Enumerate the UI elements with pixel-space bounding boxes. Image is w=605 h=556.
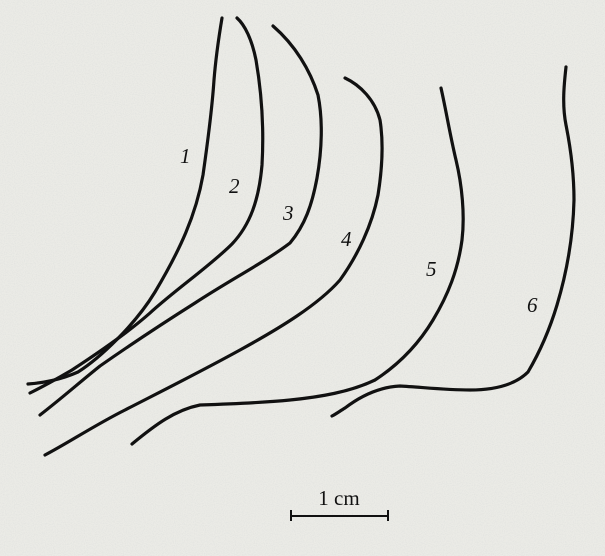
curve-label-3: 3 (282, 201, 294, 225)
curve-label-5: 5 (426, 257, 437, 281)
curve-label-4: 4 (341, 227, 352, 251)
curve-label-6: 6 (527, 293, 538, 317)
curve-label-1: 1 (180, 144, 191, 168)
scale-bar-label: 1 cm (318, 486, 359, 510)
curve-label-2: 2 (229, 174, 240, 198)
